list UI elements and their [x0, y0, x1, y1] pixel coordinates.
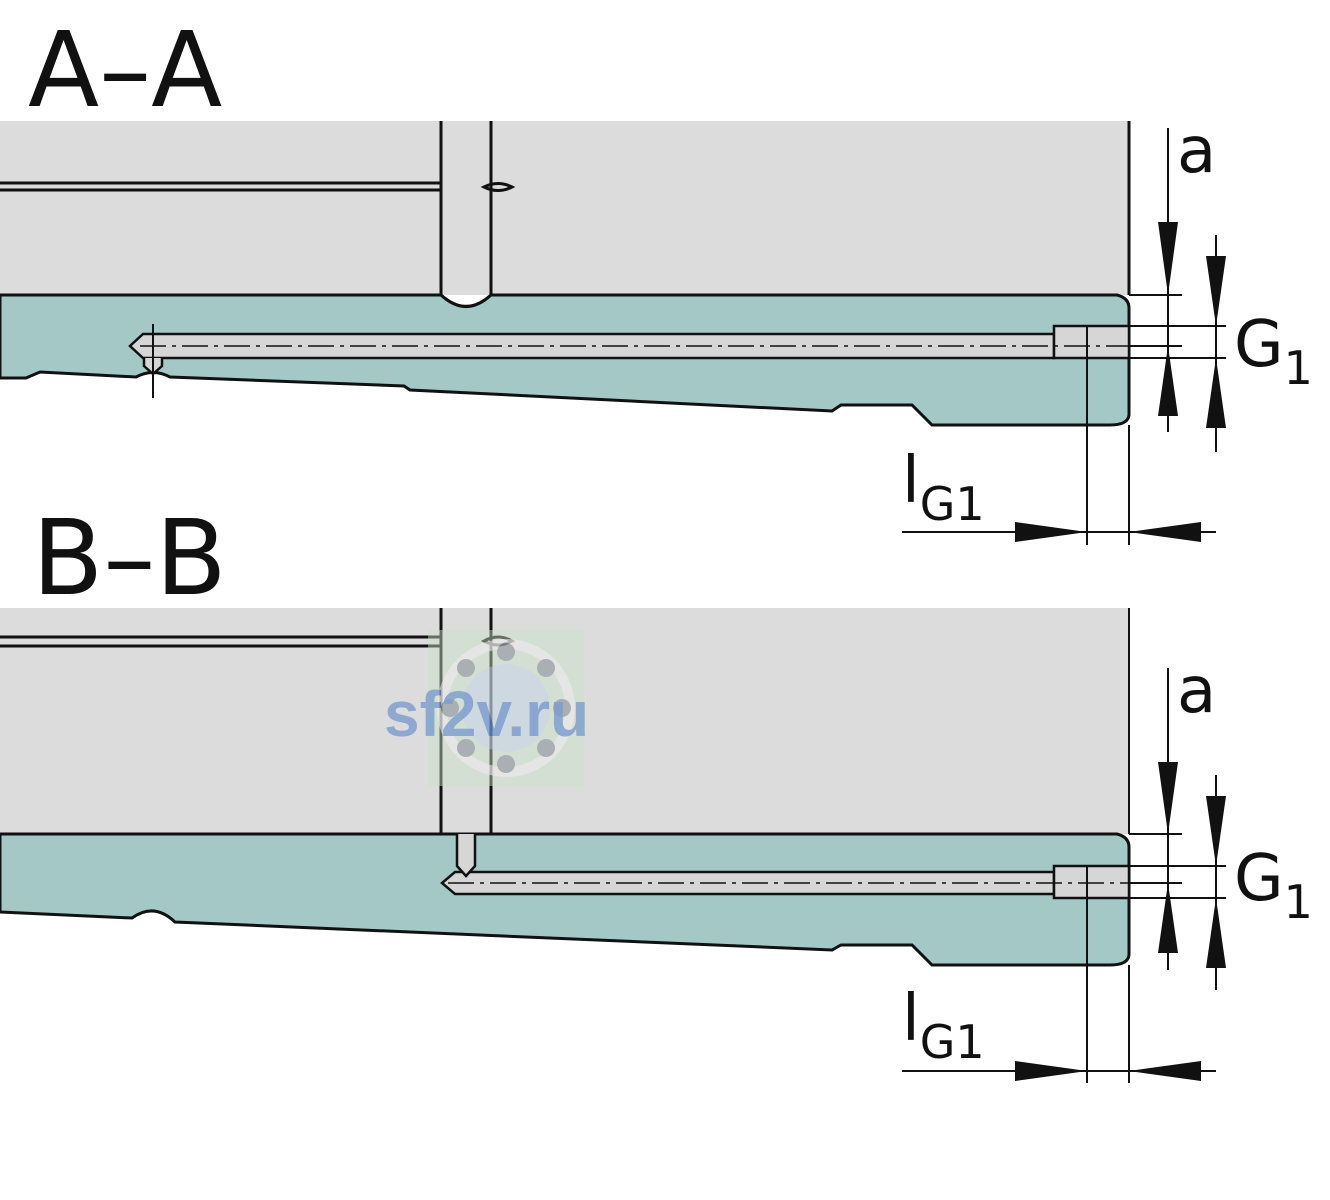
rail-profile — [0, 293, 1131, 427]
rail-profile — [0, 832, 1131, 967]
dim-a-arrow — [1158, 222, 1178, 295]
dim-g1-arrow — [1206, 898, 1226, 968]
section-a-a: A–A a G1 — [0, 9, 1313, 545]
dim-g1-arrow — [1206, 796, 1226, 866]
dim-lg1-arrow — [1129, 522, 1201, 542]
dim-lg1-arrow — [1129, 1061, 1201, 1081]
dim-lg1-label: lG1 — [902, 444, 985, 531]
watermark: sf2v.ru — [384, 630, 589, 786]
thread-g1 — [1052, 864, 1131, 900]
section-title: A–A — [28, 9, 222, 131]
section-title: B–B — [32, 497, 227, 619]
dim-a-arrow — [1158, 762, 1178, 834]
dim-a-label: a — [1177, 114, 1216, 188]
dim-a-label: a — [1177, 654, 1216, 728]
watermark-text: sf2v.ru — [384, 678, 589, 750]
dim-lg1-label: lG1 — [902, 982, 985, 1069]
dim-g1-label: G1 — [1234, 308, 1313, 395]
dim-g1-arrow — [1206, 358, 1226, 428]
housing-body — [0, 121, 1130, 295]
dim-g1-label: G1 — [1234, 842, 1313, 929]
dim-a-arrow — [1158, 883, 1178, 953]
bearing-inner-icon — [462, 664, 550, 752]
dim-a-arrow — [1158, 346, 1178, 416]
section-b-b: B–B a G1 lG1 — [0, 497, 1313, 1083]
dim-lg1-arrow — [1015, 1061, 1087, 1081]
bearing-balls-icon — [441, 643, 571, 773]
cross-bore — [455, 834, 477, 878]
dim-g1-arrow — [1206, 256, 1226, 326]
dim-lg1-arrow — [1015, 522, 1087, 542]
thread-g1 — [1052, 324, 1131, 360]
